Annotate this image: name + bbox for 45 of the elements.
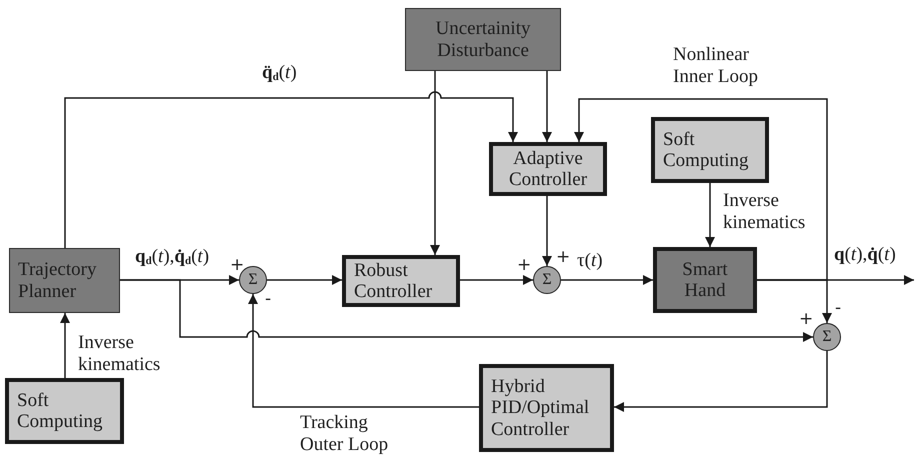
process-box [405, 8, 561, 71]
process-box [342, 255, 460, 307]
process-box [489, 142, 607, 196]
process-box [651, 117, 769, 183]
box-label: Hybrid PID/Optimal Controller [491, 376, 590, 440]
edge-label: q(t),q̇(t) [834, 244, 896, 266]
sigma-symbol: Σ [822, 329, 832, 345]
sign-label: - [835, 300, 842, 317]
box-label: Soft Computing [17, 390, 104, 432]
arrow [430, 71, 440, 255]
arrow [705, 183, 715, 247]
box-label: Smart Hand [681, 258, 729, 302]
arrow [542, 71, 552, 142]
arrow [248, 294, 479, 408]
sign-label: + [799, 311, 814, 328]
sign-label: + [556, 249, 570, 266]
sigma-symbol: Σ [248, 272, 258, 288]
edge-label: q̈$_{d}$(t) [262, 62, 297, 84]
arrow [614, 351, 828, 412]
arrow [542, 196, 552, 266]
sign-label: + [230, 257, 244, 274]
edge-label: q$_{d}$(t),q̇$_{d}$(t) [135, 246, 210, 268]
box-label: Trajectory Planner [18, 259, 98, 302]
edge-label: τ(t) [577, 250, 603, 272]
arrow [64, 92, 518, 248]
sigma-symbol: Σ [542, 272, 552, 288]
process-box [653, 247, 757, 313]
process-box [9, 248, 120, 313]
arrow [460, 275, 533, 285]
sign-label: - [265, 291, 272, 308]
summing-junction [533, 266, 561, 294]
box-label: Uncertainity Disturbance [434, 18, 532, 61]
process-box [5, 378, 124, 444]
arrow [120, 279, 813, 342]
arrow [60, 313, 70, 378]
summing-junction [813, 323, 841, 351]
process-box [479, 364, 614, 452]
box-label: Soft Computing [663, 128, 750, 172]
box-label: Robust Controller [354, 260, 434, 302]
box-label: Adaptive Controller [508, 148, 588, 190]
arrow [561, 275, 653, 285]
arrow [757, 279, 832, 323]
arrow [267, 275, 342, 285]
sign-label: + [517, 257, 532, 274]
arrow [574, 98, 828, 281]
